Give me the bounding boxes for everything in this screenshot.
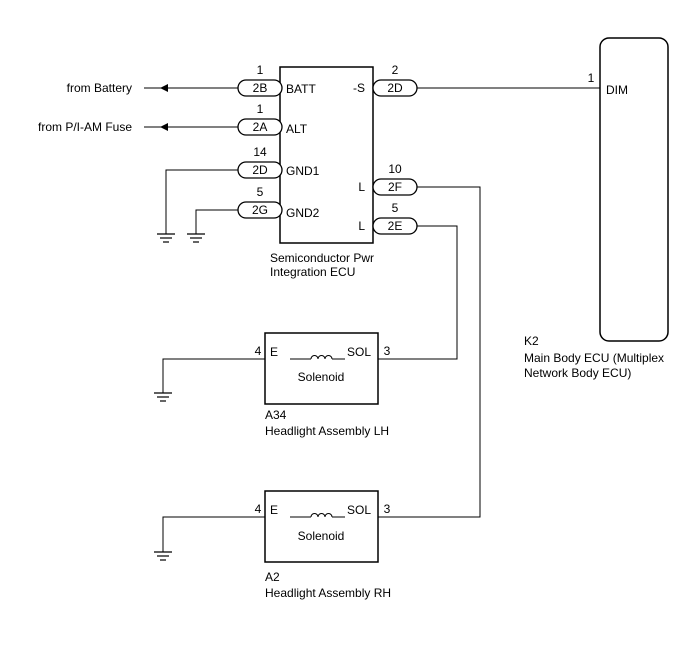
pin-l2-number: 5 [392, 201, 399, 215]
pin-alt-number: 1 [257, 102, 264, 116]
main-body-pin-dim-label: DIM [606, 83, 628, 97]
connector-2e-label: 2E [388, 219, 403, 233]
headlight-lh-solenoid-label: Solenoid [298, 370, 345, 384]
source-fuse-label: from P/I-AM Fuse [38, 120, 132, 134]
pin-l1-label: L [358, 180, 365, 194]
pin-gnd1-label: GND1 [286, 164, 320, 178]
connector-2f-label: 2F [388, 180, 402, 194]
lh-solenoid-wire [378, 225, 458, 360]
headlight-rh-solenoid-label: Solenoid [298, 529, 345, 543]
semiconductor-ecu-box [279, 66, 374, 244]
connector-2a-label: 2A [253, 120, 268, 134]
pin-alt-label: ALT [286, 122, 308, 136]
headlight-rh-sol-label: SOL [347, 503, 371, 517]
main-body-ecu-box [599, 37, 669, 342]
pin-batt-label: BATT [286, 82, 316, 96]
pin-gnd1-number: 14 [253, 145, 267, 159]
main-body-code: K2 [524, 334, 539, 348]
headlight-lh-e-label: E [270, 345, 278, 359]
headlight-lh-name: Headlight Assembly LH [265, 424, 389, 438]
pin-gnd2-label: GND2 [286, 206, 320, 220]
headlight-lh-sol-number: 3 [384, 344, 391, 358]
gnd2-wire [186, 209, 238, 243]
connector-2b [237, 79, 283, 97]
fuse-wire [144, 123, 238, 131]
battery-wire [144, 84, 238, 92]
gnd1-wire [156, 169, 238, 243]
pin-l1-number: 10 [388, 162, 402, 176]
source-battery-label: from Battery [67, 81, 132, 95]
headlight-rh-ground-wire [153, 516, 265, 561]
headlight-rh-sol-number: 3 [384, 502, 391, 516]
headlight-rh-coil-icon [290, 513, 345, 518]
pin-s-number: 2 [392, 63, 399, 77]
pin-gnd2-number: 5 [257, 185, 264, 199]
connector-2d-gnd1-label: 2D [252, 163, 268, 177]
headlight-lh-code: A34 [265, 408, 287, 422]
headlight-rh-box [264, 490, 379, 563]
semiconductor-ecu-name-2: Integration ECU [270, 265, 355, 279]
main-body-name-1: Main Body ECU (Multiplex [524, 351, 664, 365]
headlight-rh-name: Headlight Assembly RH [265, 586, 391, 600]
headlight-lh-ground-wire [153, 358, 265, 402]
main-body-name-2: Network Body ECU) [524, 366, 631, 380]
main-body-pin-number: 1 [588, 71, 595, 85]
rh-solenoid-wire [378, 186, 481, 518]
headlight-lh-box [264, 332, 379, 405]
connector-2a [237, 118, 283, 136]
semiconductor-ecu-name-1: Semiconductor Pwr [270, 251, 374, 265]
connector-2g-label: 2G [252, 203, 268, 217]
pin-l2-label: L [358, 219, 365, 233]
connector-2d-s-label: 2D [387, 81, 403, 95]
headlight-rh-e-label: E [270, 503, 278, 517]
pin-batt-number: 1 [257, 63, 264, 77]
connector-2b-label: 2B [253, 81, 268, 95]
headlight-lh-e-number: 4 [255, 344, 262, 358]
headlight-rh-e-number: 4 [255, 502, 262, 516]
headlight-rh-code: A2 [265, 570, 280, 584]
pin-s-label: -S [353, 81, 365, 95]
headlight-lh-sol-label: SOL [347, 345, 371, 359]
headlight-lh-coil-icon [290, 355, 345, 360]
